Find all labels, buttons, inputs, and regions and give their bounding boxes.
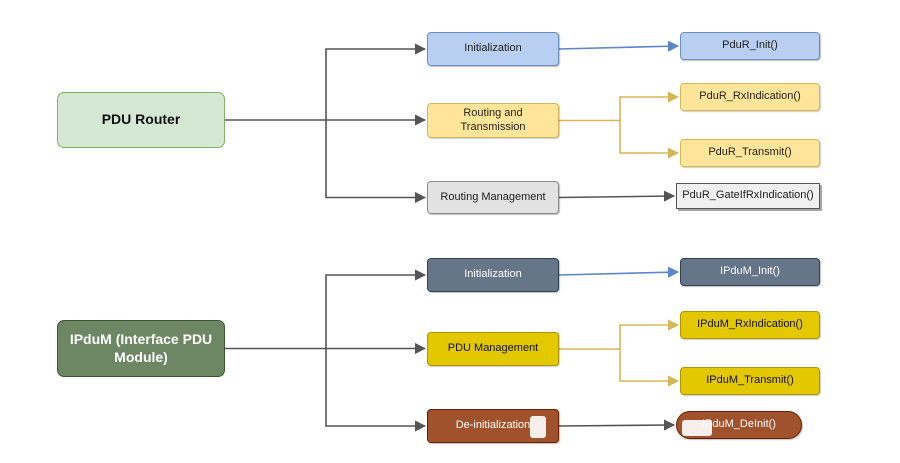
group-1-branch-0-leaf-0-node: IPduM_Init() [680,258,820,286]
group-0-branch-2-node-label: Routing Management [440,190,546,203]
group-0-branch-2-edge-leaf-0 [558,190,676,202]
group-0-branch-1-edge-leaf-0 [619,91,680,121]
group-0-branch-0-node: Initialization [427,32,559,66]
group-1-branch-1-edge-leaf-1 [619,349,680,387]
group-0-root-node: PDU Router [57,92,225,148]
group-1-branch-0-node-label: Initialization [464,268,522,281]
group-1-branch-1-leaf-0-node-label: IPduM_RxIndication() [697,318,803,331]
group-1-branch-2-leaf-0-node-label: IPduM_DeInit() [702,418,776,431]
group-0-branch-1-node-label: Routing and Transmission [460,106,526,133]
group-0-branch-1-leaf-0-node-label: PduR_RxIndication() [699,90,801,103]
group-1-branch-2-node-label: De-initialization [455,419,531,432]
group-1-branch-0-edge-leaf-0 [558,266,680,278]
group-0-branch-0-edge-leaf-0 [558,40,680,52]
group-1-branch-1-leaf-0-node: IPduM_RxIndication() [680,311,820,339]
group-1-branch-2-node: De-initialization [427,409,559,443]
group-0-branch-1-leaf-1-node: PduR_Transmit() [680,139,820,167]
group-0-branch-1-leaf-1-node-label: PduR_Transmit() [708,146,792,159]
group-0-branch-2-leaf-0-node-label: PduR_GateIfRxIndication() [682,189,814,202]
group-1-branch-1-leaf-1-node-label: IPduM_Transmit() [706,374,794,387]
group-0-branch-1-leaf-0-node: PduR_RxIndication() [680,83,820,111]
group-1-branch-1-node: PDU Management [427,332,559,366]
group-1-branch-2-leaf-0-node: IPduM_DeInit() [676,411,802,439]
group-1-edge-root-top [325,269,427,349]
group-0-branch-2-node: Routing Management [427,181,559,214]
group-0-branch-1-node: Routing and Transmission [427,103,559,138]
group-0-branch-1-edge-leaf-1 [619,120,680,159]
group-0-edge-root-bottom [325,120,427,204]
group-1-branch-2-edge-leaf-0 [558,419,676,431]
group-1-root-node: IPduM (Interface PDU Module) [57,320,225,377]
group-1-branch-0-leaf-0-node-label: IPduM_Init() [720,265,780,278]
group-0-branch-0-leaf-0-node: PduR_Init() [680,32,820,60]
group-0-branch-2-leaf-0-node: PduR_GateIfRxIndication() [676,183,820,209]
group-1-branch-1-edge-leaf-0 [619,319,680,349]
group-0-edge-root-top [325,43,427,120]
group-0-branch-0-leaf-0-node-label: PduR_Init() [722,39,778,52]
group-1-branch-0-node: Initialization [427,258,559,292]
group-0-root-node-label: PDU Router [101,111,181,128]
group-1-root-node-label: IPduM (Interface PDU Module) [69,331,213,365]
group-0-branch-0-node-label: Initialization [464,42,522,55]
group-1-branch-1-node-label: PDU Management [447,342,539,355]
group-1-edge-root-bottom [325,348,427,432]
group-1-branch-1-leaf-1-node: IPduM_Transmit() [680,367,820,395]
